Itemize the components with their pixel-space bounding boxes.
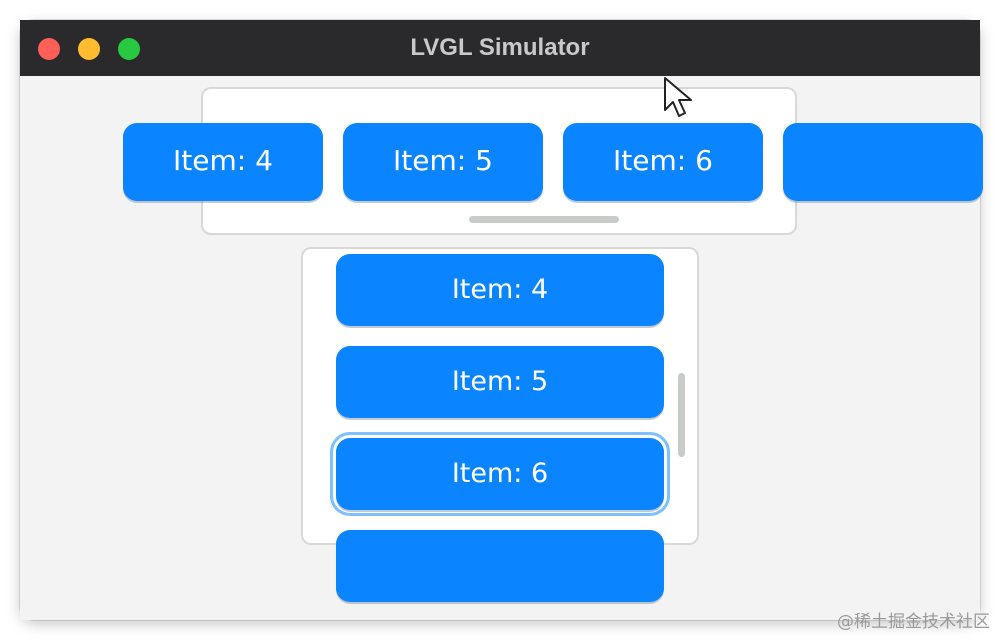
- vertical-list-item[interactable]: Item: 4: [336, 254, 664, 326]
- watermark-text: @稀土掘金技术社区: [837, 612, 990, 632]
- horizontal-list-item[interactable]: Item: 6: [563, 123, 763, 201]
- title-bar[interactable]: LVGL Simulator: [20, 20, 980, 76]
- close-window-button[interactable]: [38, 38, 60, 60]
- horizontal-scroll-list[interactable]: Item: 4 Item: 5 Item: 6: [123, 87, 983, 235]
- window-title: LVGL Simulator: [410, 34, 590, 61]
- vertical-list-item[interactable]: Item: 5: [336, 346, 664, 418]
- horizontal-list-item[interactable]: Item: 4: [123, 123, 323, 201]
- vertical-list-item-focused[interactable]: Item: 6: [330, 432, 670, 516]
- arrow-cursor-icon: [664, 77, 692, 117]
- horizontal-scrollbar[interactable]: [469, 216, 619, 223]
- vertical-scrollbar[interactable]: [678, 373, 685, 457]
- simulator-window: LVGL Simulator Item: 4 Item: 5 Item: 6 I…: [20, 20, 983, 620]
- simulator-content: Item: 4 Item: 5 Item: 6 Item: 4 Item: 5 …: [20, 76, 983, 620]
- horizontal-list-item[interactable]: [783, 123, 983, 201]
- vertical-scroll-list[interactable]: Item: 4 Item: 5 Item: 6: [301, 247, 699, 602]
- vertical-list-item[interactable]: [336, 530, 664, 602]
- minimize-window-button[interactable]: [78, 38, 100, 60]
- horizontal-list-item[interactable]: Item: 5: [343, 123, 543, 201]
- maximize-window-button[interactable]: [118, 38, 140, 60]
